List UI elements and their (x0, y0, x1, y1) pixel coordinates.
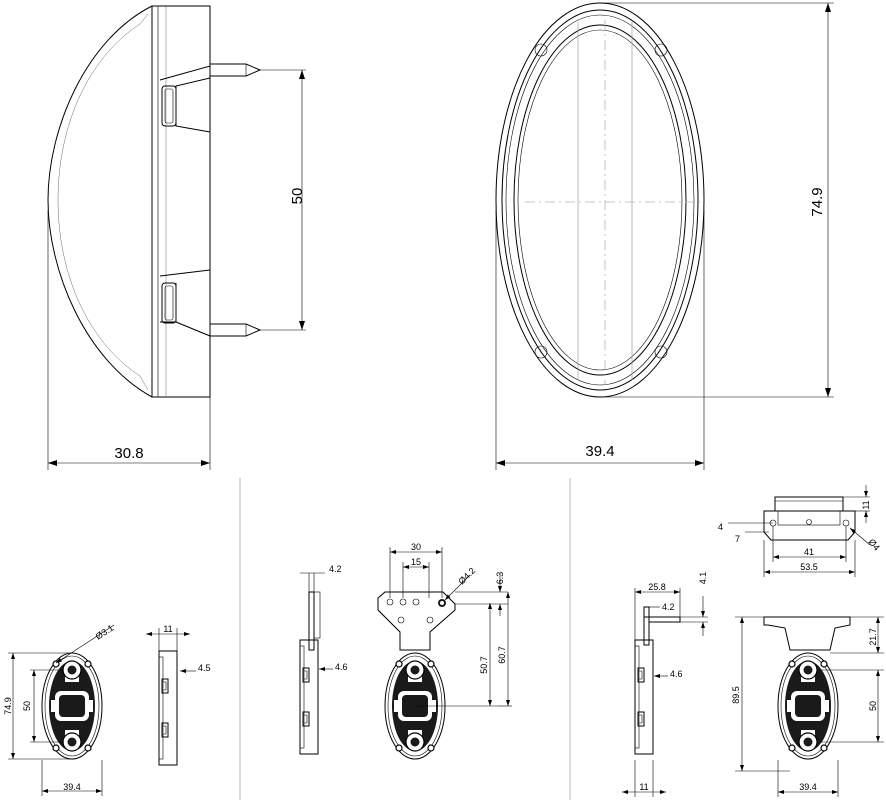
label-dia-4-2: Ø4.2 (456, 566, 477, 587)
label-53-5: 53.5 (800, 562, 818, 572)
label-7-c: 7 (735, 534, 740, 544)
label-4-2-c: 4.2 (662, 602, 675, 612)
variant-b-front (377, 591, 456, 760)
label-74-9: 74.9 (809, 187, 826, 216)
label-39-4: 39.4 (585, 443, 614, 460)
dim-front-width: 39.4 (495, 210, 705, 470)
label-6-3: 6.3 (495, 572, 505, 585)
label-39-4-c: 39.4 (799, 782, 817, 792)
label-30-8: 30.8 (114, 445, 143, 462)
label-4-c: 4 (718, 522, 723, 532)
label-11-c: 11 (639, 782, 648, 792)
label-dia-4: Ø4 (866, 537, 881, 553)
label-4-5: 4.5 (198, 663, 211, 673)
label-4-2-b: 4.2 (329, 564, 342, 574)
dim-front-height: 74.9 (600, 2, 834, 398)
label-60-7: 60.7 (497, 646, 507, 664)
label-21-7: 21.7 (868, 628, 878, 646)
dim-side-height: 50 (260, 69, 306, 331)
label-89-5: 89.5 (731, 686, 741, 704)
variant-b-dims: 30 15 Ø4.2 6.3 50.7 60.7 4.2 4.6 (300, 542, 512, 707)
label-11-a: 11 (163, 624, 172, 634)
label-dia-3-1: Ø3.1 (94, 623, 116, 642)
label-11-c-top: 11 (861, 500, 871, 509)
label-39-4-a: 39.4 (63, 782, 81, 792)
side-view (47, 5, 262, 398)
variant-a-side (158, 650, 178, 766)
label-50-a: 50 (22, 701, 32, 711)
label-4-6-c: 4.6 (670, 669, 683, 679)
variant-c-dims: 11 4 7 Ø4 41 53.5 25.8 4.1 4.2 4.6 89.5 (622, 485, 884, 797)
label-50: 50 (289, 188, 306, 205)
label-50-7: 50.7 (479, 656, 489, 674)
variant-c-top-view (763, 496, 856, 541)
label-50-c: 50 (868, 701, 878, 711)
variant-a-front (41, 652, 103, 760)
label-30: 30 (411, 542, 421, 552)
front-view (495, 2, 705, 398)
variant-c-front (763, 616, 851, 760)
variant-c-side (634, 606, 681, 755)
label-15: 15 (411, 557, 421, 567)
variant-b-side (299, 591, 321, 755)
variant-a-dims: Ø3.1 74.9 50 39.4 11 4.5 (3, 623, 211, 796)
dim-side-width: 30.8 (47, 210, 211, 470)
label-4-6-b: 4.6 (335, 662, 348, 672)
label-74-9-a: 74.9 (3, 697, 13, 715)
label-41: 41 (804, 547, 814, 557)
label-4-1: 4.1 (698, 572, 708, 585)
label-25-8: 25.8 (648, 582, 666, 592)
